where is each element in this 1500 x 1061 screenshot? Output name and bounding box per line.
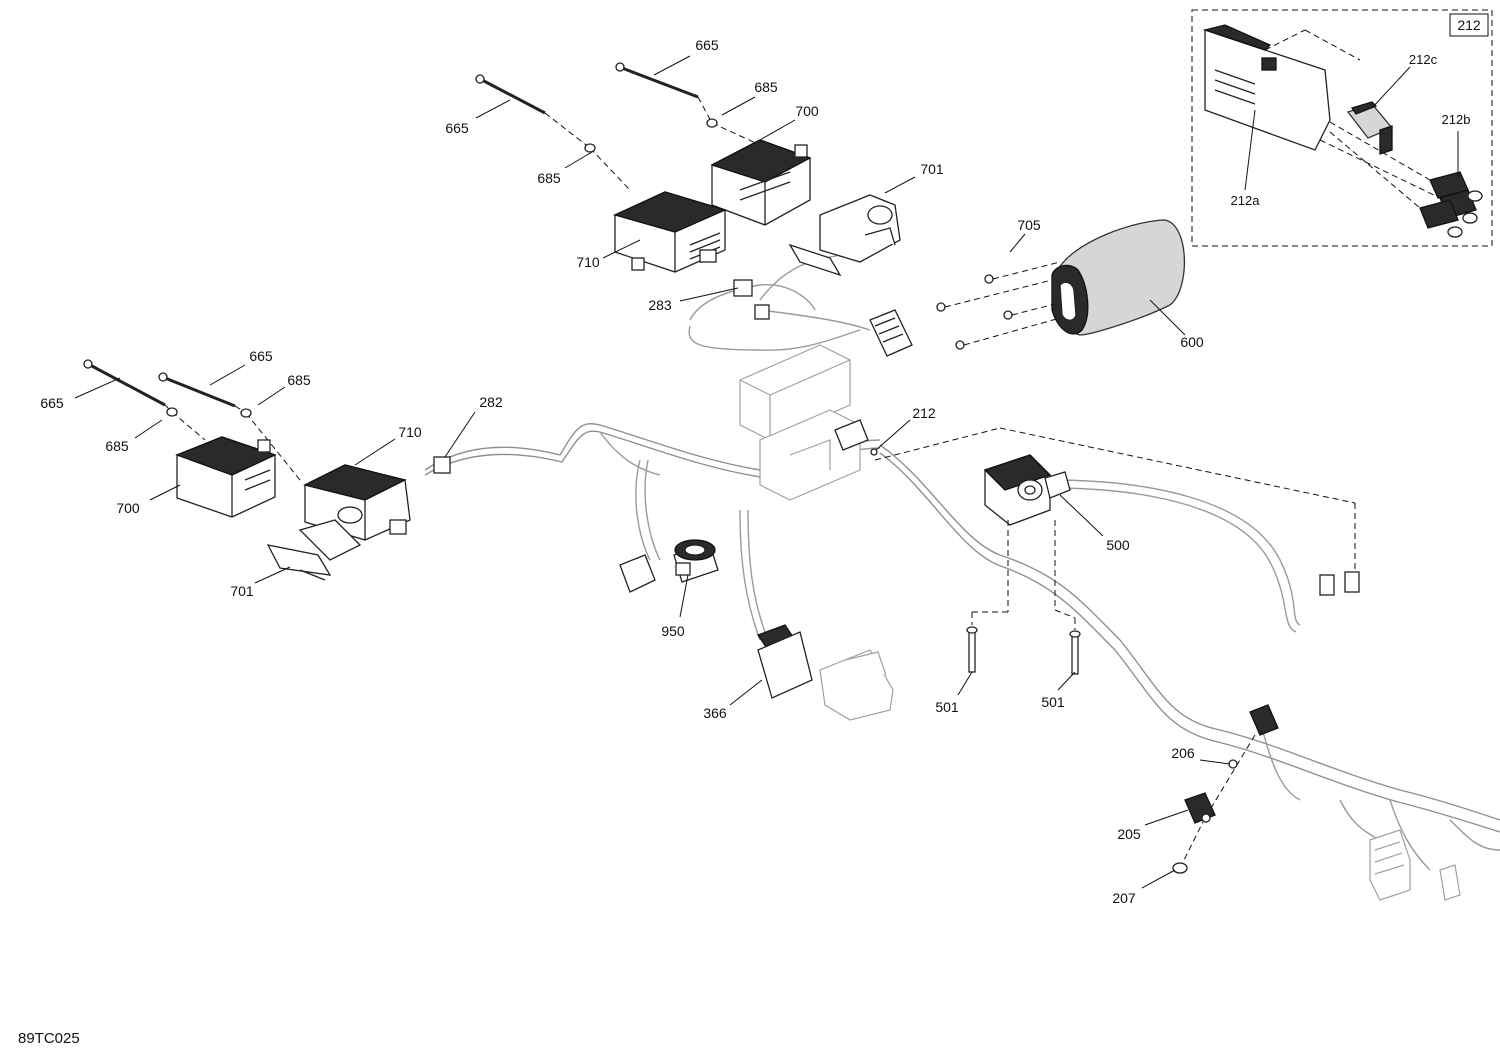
connector-212-harness: [834, 419, 878, 456]
callout-212a: 212a: [1231, 193, 1261, 208]
connector-282: [433, 456, 451, 474]
cover-600: [1051, 219, 1186, 336]
screw-501-b: [1069, 630, 1081, 675]
connector-housing-212a: [1202, 24, 1361, 151]
screw-501-a: [966, 626, 978, 673]
left-group: [83, 359, 451, 581]
callout-283: 283: [648, 297, 672, 313]
callout-212: 212: [912, 405, 936, 421]
washer-207: [1172, 862, 1188, 874]
nut-206: [1228, 759, 1238, 769]
callout-206: 206: [1171, 745, 1195, 761]
callout-205: 205: [1117, 826, 1141, 842]
terminals-212b: [1419, 171, 1483, 238]
inset-label: 212: [1457, 17, 1481, 33]
callout-665-top-left: 665: [445, 120, 469, 136]
leader-lines: [74, 55, 1459, 889]
callout-950: 950: [661, 623, 685, 639]
bolt-665-top-left: [475, 74, 546, 115]
callout-710-left: 710: [398, 424, 422, 440]
washer-685-left-a: [166, 407, 178, 417]
inset-212: 212: [1191, 9, 1493, 247]
seal-212c: [1346, 101, 1394, 155]
relay-700-left: [175, 436, 277, 518]
relay-710-top: [613, 191, 727, 273]
power-socket-950: [619, 539, 719, 593]
washer-685-top-left: [584, 143, 596, 153]
callout-366: 366: [703, 705, 727, 721]
bolt-665-top-right: [615, 62, 699, 99]
switch-500-connectors: [1319, 571, 1360, 596]
callout-665-top-right: 665: [695, 37, 719, 53]
connector-near-205: [1249, 704, 1279, 736]
callout-701-top: 701: [920, 161, 944, 177]
wiring-harness: [424, 254, 1500, 871]
top-group: [475, 62, 901, 277]
callout-500: 500: [1106, 537, 1130, 553]
callout-212b: 212b: [1442, 112, 1471, 127]
callout-501-a: 501: [935, 699, 959, 715]
washer-685-left-b: [240, 408, 252, 418]
washer-685-top-right: [706, 118, 718, 128]
fuse-block-bottom-right: [1369, 829, 1461, 901]
relay-700-top: [710, 139, 812, 226]
callout-710-top: 710: [576, 254, 600, 270]
callout-665-left-a: 665: [40, 395, 64, 411]
callout-700-top: 700: [795, 103, 819, 119]
callout-685-left-b: 685: [287, 372, 311, 388]
callout-665-left-b: 665: [249, 348, 273, 364]
callout-labels: 665 665 685 685 700 701 710 283 705 600 …: [40, 37, 1470, 906]
figure-code: 89TC025: [18, 1030, 80, 1047]
central-module: [739, 344, 861, 501]
callout-705: 705: [1017, 217, 1041, 233]
callout-685-top-right: 685: [754, 79, 778, 95]
callout-600: 600: [1180, 334, 1204, 350]
screws-705: [936, 274, 1013, 350]
clip-205: [1184, 792, 1216, 824]
bolt-665-left-b: [158, 372, 236, 408]
callout-282: 282: [479, 394, 503, 410]
callout-685-left-a: 685: [105, 438, 129, 454]
callout-700-left: 700: [116, 500, 140, 516]
callout-207: 207: [1112, 890, 1136, 906]
callout-685-top-left: 685: [537, 170, 561, 186]
connector-283: [733, 279, 770, 320]
callout-212c: 212c: [1409, 52, 1438, 67]
bracket-701-top: [788, 194, 901, 277]
switch-500: [983, 454, 1071, 526]
center-plug: [869, 309, 913, 357]
bolt-665-left-a: [83, 359, 166, 407]
connector-366: [757, 624, 894, 721]
callout-701-left: 701: [230, 583, 254, 599]
bracket-701-left: [266, 519, 362, 581]
callout-501-b: 501: [1041, 694, 1065, 710]
